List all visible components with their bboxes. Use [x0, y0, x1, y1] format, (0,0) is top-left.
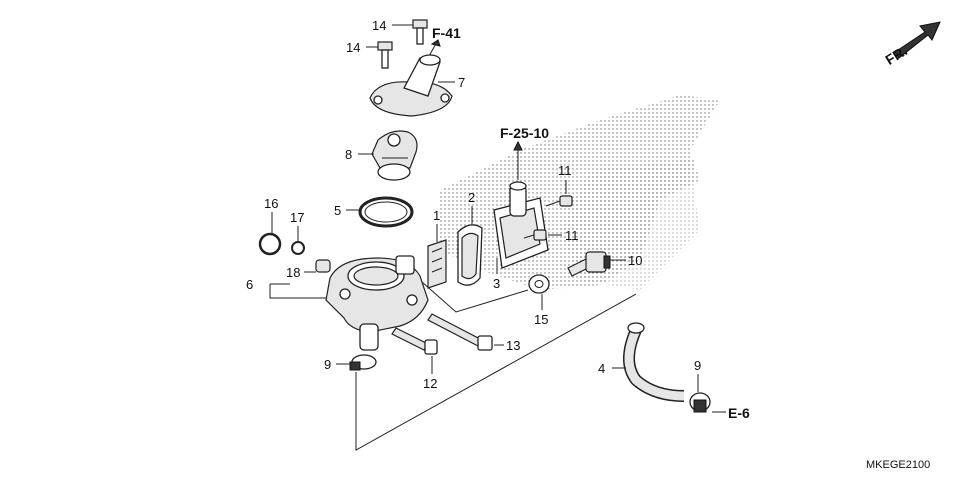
callout-1: 1 — [433, 208, 440, 223]
bolt-13 — [427, 313, 493, 351]
washer-15 — [528, 274, 550, 294]
gasket-1 — [427, 239, 447, 289]
thermostat-8 — [371, 130, 418, 181]
callout-14b: 14 — [346, 40, 360, 55]
hose-clamp-9-left — [349, 354, 377, 371]
callout-12: 12 — [423, 376, 437, 391]
callout-8: 8 — [345, 147, 352, 162]
ref-arrow-f41-head — [430, 39, 441, 47]
callout-5: 5 — [334, 203, 341, 218]
water-hose-4 — [623, 322, 685, 402]
callout-13: 13 — [506, 338, 520, 353]
callout-6: 6 — [246, 277, 253, 292]
dowel-pin-18 — [315, 259, 331, 273]
callout-9a: 9 — [324, 357, 331, 372]
callout-11a: 11 — [558, 163, 572, 178]
callout-3: 3 — [493, 276, 500, 291]
callout-10: 10 — [628, 253, 642, 268]
front-direction-indicator: FR. — [882, 21, 941, 68]
bolt-11-lower — [523, 229, 547, 241]
callout-2: 2 — [468, 190, 475, 205]
leader-6 — [269, 284, 326, 299]
o-ring-16 — [258, 232, 282, 256]
callout-17: 17 — [290, 210, 304, 225]
bolt-14-upper — [412, 19, 428, 45]
reference-f41: F-41 — [432, 25, 461, 41]
reference-e6: E-6 — [728, 405, 750, 421]
callout-15: 15 — [534, 312, 548, 327]
callout-11b: 11 — [565, 228, 579, 243]
thermostat-housing-6 — [325, 255, 429, 351]
callout-14a: 14 — [372, 18, 386, 33]
callout-7: 7 — [458, 75, 465, 90]
temperature-sensor-10 — [567, 251, 611, 277]
front-arrow-icon — [894, 21, 941, 59]
reference-f25-10: F-25-10 — [500, 125, 549, 141]
assembly-line-lower — [355, 293, 637, 451]
callout-9b: 9 — [694, 358, 701, 373]
callout-16: 16 — [264, 196, 278, 211]
bolt-14-lower — [377, 41, 393, 69]
bolt-11-upper — [545, 195, 573, 207]
assembly-line-upper — [421, 281, 529, 313]
o-ring-17 — [291, 241, 305, 255]
callout-4: 4 — [598, 361, 605, 376]
diagram-code: MKEGE2100 — [866, 459, 930, 471]
seal-2 — [457, 224, 483, 286]
callout-18: 18 — [286, 265, 300, 280]
thermostat-cover-7 — [369, 54, 453, 117]
water-cover-3 — [493, 181, 549, 269]
bolt-12 — [391, 327, 438, 355]
o-ring-5 — [358, 196, 414, 228]
hose-clamp-9-right — [689, 392, 711, 413]
ref-arrow-f25-10-head — [513, 140, 523, 151]
